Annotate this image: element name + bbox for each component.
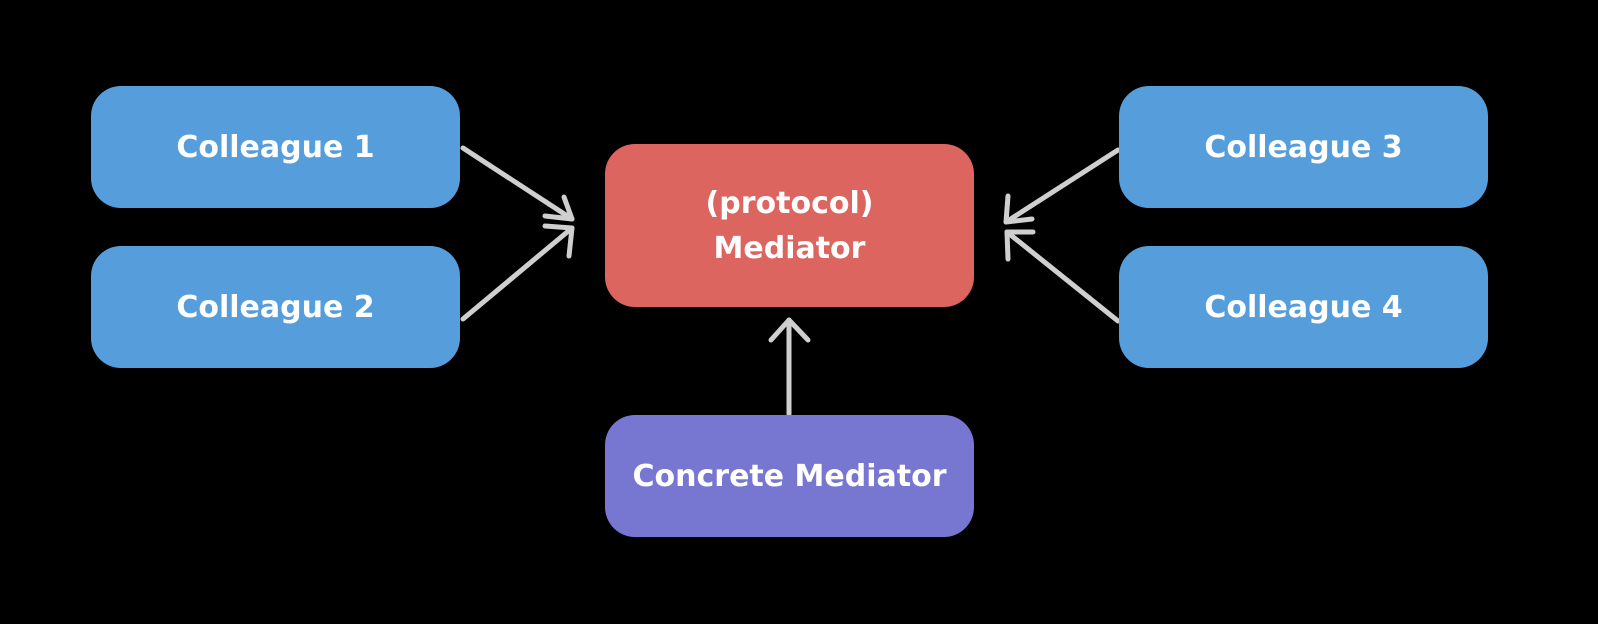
node-label-line-1: (protocol)	[705, 185, 874, 221]
node-colleague-4: Colleague 4	[1119, 246, 1488, 368]
node-colleague-2: Colleague 2	[91, 246, 460, 368]
edge-concrete-mediator-to-mediator	[768, 317, 811, 417]
edge-colleague-4-to-mediator	[1004, 229, 1121, 324]
arrowhead-icon	[542, 194, 575, 222]
node-mediator: (protocol) Mediator	[605, 144, 974, 307]
arrowhead-icon	[1003, 193, 1035, 225]
edge-colleague-2-to-mediator	[460, 223, 575, 322]
arrowhead-icon	[768, 317, 811, 343]
node-label-line-2: Mediator	[713, 230, 866, 266]
node-label: Colleague 3	[1204, 129, 1403, 165]
node-label: Colleague 1	[176, 129, 375, 165]
edge-colleague-3-to-mediator	[1003, 147, 1121, 225]
node-colleague-3: Colleague 3	[1119, 86, 1488, 208]
node-label: Colleague 4	[1204, 289, 1403, 325]
node-colleague-1: Colleague 1	[91, 86, 460, 208]
node-label: Colleague 2	[176, 289, 375, 325]
arrowhead-icon	[542, 223, 575, 259]
edge-colleague-1-to-mediator	[460, 145, 575, 222]
node-concrete-mediator: Concrete Mediator	[605, 415, 974, 537]
node-label: Concrete Mediator	[632, 458, 947, 494]
arrowhead-icon	[1004, 229, 1036, 262]
